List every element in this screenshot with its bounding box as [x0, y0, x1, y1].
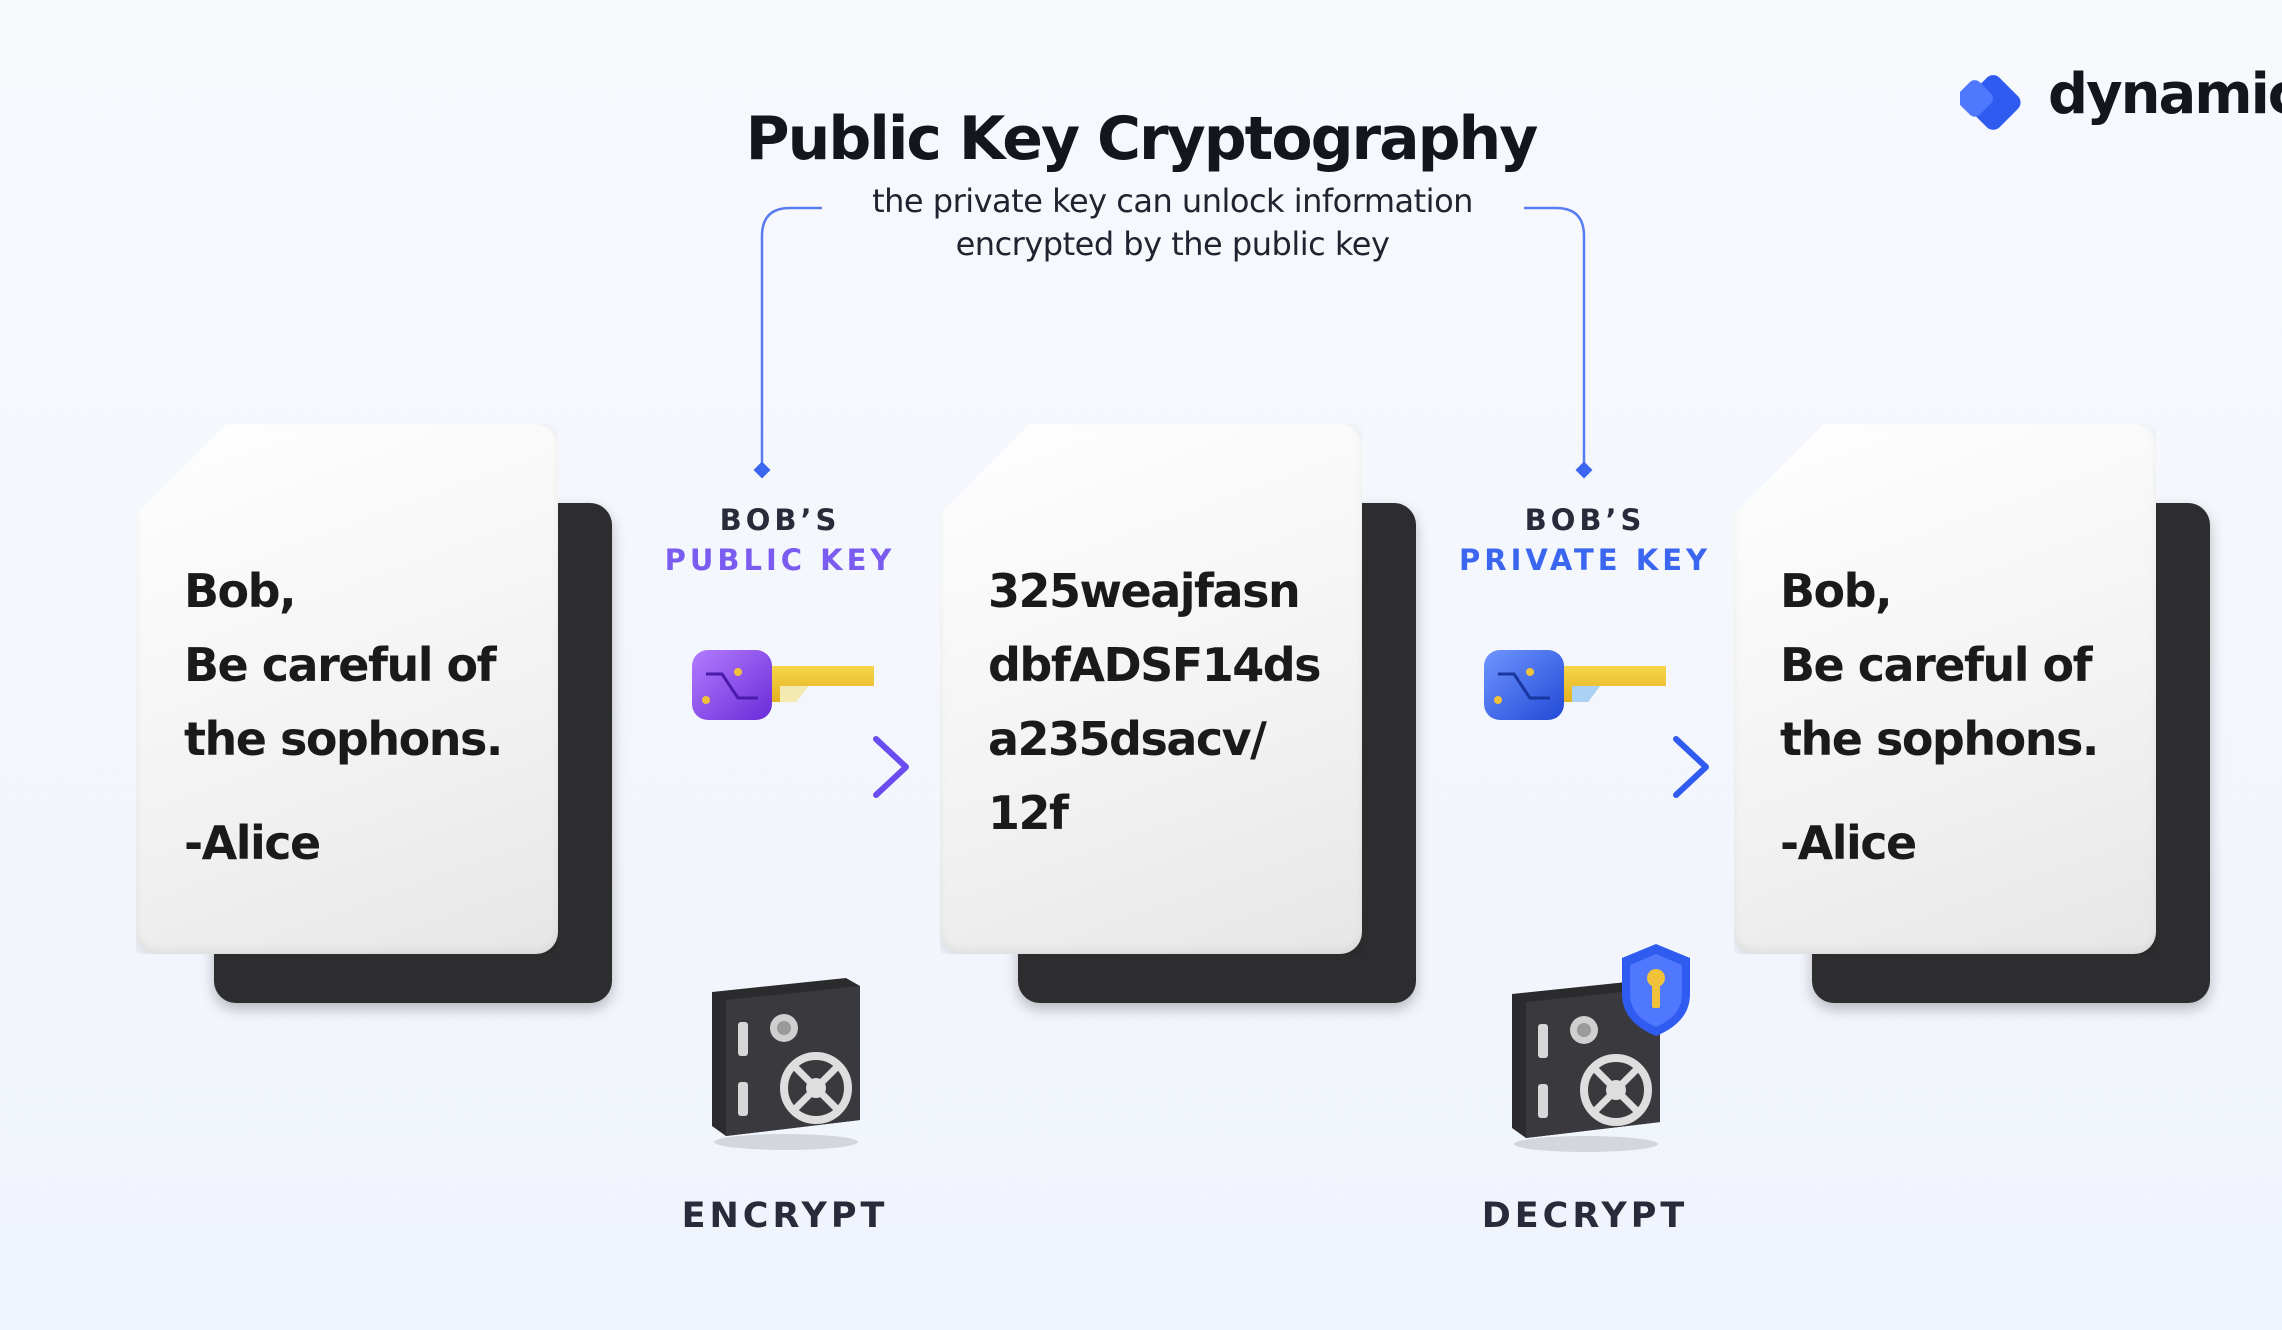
doc-ciphertext: 325weajfasn dbfADSF14ds a235dsacv/ 12f: [940, 424, 1362, 954]
doc-ciphertext-text: 325weajfasn dbfADSF14ds a235dsacv/ 12f: [988, 554, 1322, 850]
doc-line: the sophons.: [1780, 712, 2099, 766]
doc-signature: -Alice: [1780, 816, 1917, 870]
safe-with-shield-icon: [1512, 944, 1690, 1152]
encrypt-label: ENCRYPT: [681, 1196, 889, 1236]
public-key-connector: [760, 206, 822, 468]
doc-line: Bob,: [184, 564, 297, 618]
subtitle-line-2: encrypted by the public key: [955, 225, 1390, 263]
doc-line: the sophons.: [184, 712, 503, 766]
private-key-connector: [1524, 206, 1586, 468]
private-key-name: PRIVATE KEY: [1458, 543, 1711, 577]
subtitle-line-1: the private key can unlock information: [872, 182, 1473, 220]
doc-line: Be careful of: [184, 638, 497, 692]
purple-key-icon: [692, 650, 874, 720]
brand-name: dynamic: [2048, 62, 2282, 127]
decrypt-arrow-head: [1673, 736, 1709, 798]
public-key-owner: BOB’S: [719, 503, 841, 537]
blue-key-icon: [1484, 650, 1666, 720]
cipher-line: 325weajfasn: [988, 564, 1301, 618]
doc-plaintext-left: Bob, Be careful of the sophons. -Alice: [136, 424, 558, 954]
private-key-connector-end: [1575, 461, 1593, 479]
doc-line: Bob,: [1780, 564, 1893, 618]
diagram-title: Public Key Cryptography: [745, 104, 1539, 174]
cipher-line: dbfADSF14ds: [988, 638, 1322, 692]
public-key-name: PUBLIC KEY: [664, 543, 896, 577]
decrypt-label: DECRYPT: [1481, 1196, 1689, 1236]
diagram-subtitle: the private key can unlock information e…: [0, 180, 2282, 266]
doc-plaintext-left-text: Bob, Be careful of the sophons. -Alice: [184, 554, 503, 880]
dynamic-logo-icon: [1960, 75, 2021, 130]
safe-icon: [712, 978, 860, 1150]
private-key-owner: BOB’S: [1524, 503, 1646, 537]
doc-signature: -Alice: [184, 816, 321, 870]
encrypt-arrow-head: [873, 736, 909, 798]
doc-line: Be careful of: [1780, 638, 2093, 692]
doc-plaintext-right-text: Bob, Be careful of the sophons. -Alice: [1780, 554, 2099, 880]
public-key-connector-end: [753, 461, 771, 479]
public-key-label: BOB’S PUBLIC KEY: [640, 500, 920, 580]
private-key-label: BOB’S PRIVATE KEY: [1440, 500, 1730, 580]
doc-plaintext-right: Bob, Be careful of the sophons. -Alice: [1734, 424, 2156, 954]
cipher-line: 12f: [988, 786, 1069, 840]
cipher-line: a235dsacv/: [988, 712, 1267, 766]
